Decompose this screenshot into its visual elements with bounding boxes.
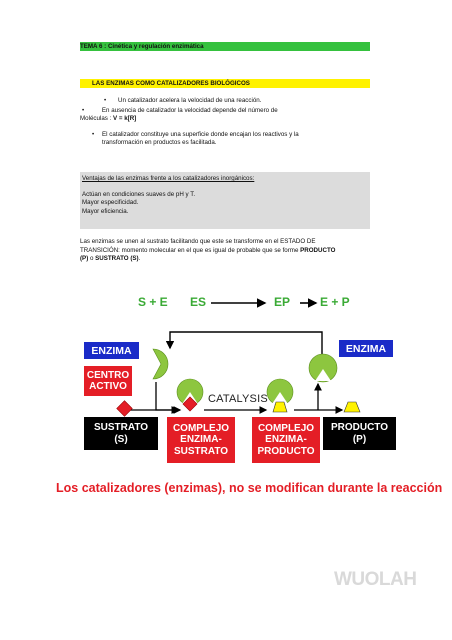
complex-es-substrate — [182, 396, 198, 412]
rate-formula: V = k[R] — [113, 115, 137, 123]
eq-s-plus-e: S + E — [138, 295, 168, 309]
transition-paragraph: Las enzimas se unen al sustrato facilita… — [80, 238, 375, 264]
bullet-item-1: • Un catalizador acelera la velocidad de… — [80, 97, 380, 106]
complejo-es-label: COMPLEJO ENZIMA- SUSTRATO — [167, 417, 235, 463]
complex-ep-product — [272, 401, 288, 413]
bullet-item-3: • El catalizador constituye una superfic… — [80, 131, 380, 148]
catalysis-label: CATALYSIS — [208, 393, 268, 405]
centro-activo-label: CENTRO ACTIVO — [84, 366, 132, 396]
section-banner: LAS ENZIMAS COMO CATALIZADORES BIOLÓGICO… — [80, 79, 370, 88]
bullet-item-2-cont: Moléculas : V = k[R] — [80, 115, 380, 124]
producto-label: PRODUCTO (P) — [323, 417, 396, 450]
topic-banner: TEMA 6 : Cinética y regulación enzimátic… — [80, 42, 370, 51]
bullet-dot-icon: • — [92, 130, 95, 138]
producto-bold: PRODUCTO — [300, 246, 336, 254]
bullet-text: Un catalizador acelera la velocidad de u… — [118, 97, 262, 104]
enzyme-diagram: S + E ES EP E + P ENZIMA ENZIMA CENTRO A… — [80, 292, 400, 472]
enzima-label-right: ENZIMA — [339, 340, 393, 357]
enzyme-right-shape — [308, 353, 338, 383]
paragraph-line: Las enzimas se unen al sustrato facilita… — [80, 238, 316, 245]
advantage-item: Actúan en condiciones suaves de pH y T. — [82, 190, 196, 198]
bullet-text: transformación en productos es facilitad… — [102, 139, 217, 147]
bullet-text: En ausencia de catalizador la velocidad … — [101, 106, 278, 114]
topic-title: TEMA 6 : Cinética y regulación enzimátic… — [80, 43, 204, 50]
diagram-caption: Los catalizadores (enzimas), no se modif… — [56, 481, 443, 495]
enzyme-left-shape — [152, 348, 169, 380]
bullet-text: El catalizador constituye una superficie… — [102, 130, 299, 138]
advantages-title: Ventajas de las enzimas frente a los cat… — [82, 175, 255, 182]
enzima-label-left: ENZIMA — [84, 342, 139, 359]
complejo-ep-label: COMPLEJO ENZIMA- PRODUCTO — [252, 417, 320, 463]
eq-es: ES — [190, 295, 207, 309]
paragraph-line: (P) o SUSTRATO (S). — [80, 255, 141, 263]
advantage-item: Mayor especificidad. — [82, 199, 139, 207]
advantages-box: Ventajas de las enzimas frente a los cat… — [80, 172, 370, 229]
eq-e-plus-p: E + P — [320, 295, 350, 309]
sustrato-bold: SUSTRATO (S) — [95, 255, 139, 263]
bullet-list: • Un catalizador acelera la velocidad de… — [80, 97, 380, 148]
diagram-graphics — [116, 298, 361, 417]
arrow-bind — [155, 382, 182, 414]
bullet-dot-icon: • — [104, 97, 107, 104]
substrate-diamond — [116, 400, 133, 417]
product-shape — [343, 401, 361, 413]
sustrato-label: SUSTRATO (S) — [84, 417, 158, 450]
eq-ep: EP — [274, 295, 291, 309]
bullet-dot-icon: • — [82, 106, 85, 114]
section-title: LAS ENZIMAS COMO CATALIZADORES BIOLÓGICO… — [92, 80, 250, 87]
bullet-item-2: • En ausencia de catalizador la velocida… — [80, 107, 380, 116]
cycle-arrow — [165, 331, 323, 354]
advantage-item: Mayor eficiencia. — [82, 207, 129, 215]
wuolah-watermark: WUOLAH — [334, 569, 417, 590]
bullet-text: Moléculas : — [80, 115, 114, 123]
paragraph-line: TRANSICIÓN: momento molecular en el que … — [80, 246, 336, 254]
